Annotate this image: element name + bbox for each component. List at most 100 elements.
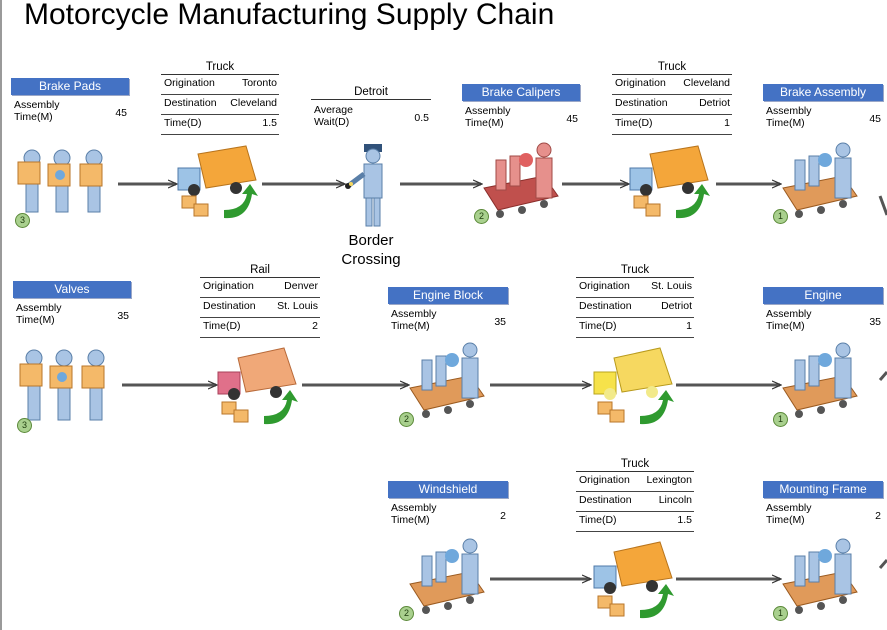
assembly-station-icon: [409, 538, 485, 614]
row-label: Destination: [579, 300, 632, 312]
field-label: Assembly Time(M): [766, 502, 812, 526]
truck-icon: [593, 541, 674, 619]
node-field-row: Assembly Time(M) 45: [763, 101, 883, 129]
field-value: 35: [117, 310, 129, 322]
node-windshield: Windshield Assembly Time(M) 2: [388, 481, 508, 526]
row-label: Time(D): [579, 320, 617, 332]
field-label: Assembly Time(M): [16, 302, 62, 326]
truck-icon: [629, 145, 710, 219]
node-title: Brake Assembly: [763, 84, 883, 101]
transport-row: Time(D) 1: [612, 115, 732, 135]
row-value: 1.5: [262, 117, 277, 129]
node-field-row: Assembly Time(M) 35: [13, 298, 131, 326]
field-value: 0.5: [414, 112, 429, 124]
step-badge: 3: [17, 418, 32, 433]
transport-row: Destination Detriot: [612, 95, 732, 115]
row-value: St. Louis: [651, 280, 692, 292]
transport-row: Time(D)1: [576, 318, 694, 338]
field-label: Assembly Time(M): [14, 99, 60, 123]
truck-icon: [177, 145, 258, 219]
node-title: Windshield: [388, 481, 508, 498]
node-brake-calipers: Brake Calipers Assembly Time(M) 45: [462, 84, 580, 129]
supplier-workers-icon: [17, 149, 103, 213]
step-badge: 2: [474, 209, 489, 224]
assembly-station-icon: [782, 142, 858, 218]
border-crossing-label: Border Crossing: [331, 231, 411, 269]
node-field-row: Assembly Time(M) 45: [462, 101, 580, 129]
border-title: Detroit: [311, 85, 431, 100]
row-label: Destination: [579, 494, 632, 506]
field-value: 35: [494, 316, 506, 328]
border-field-row: Average Wait(D) 0.5: [311, 100, 431, 128]
field-label: Assembly Time(M): [391, 308, 437, 332]
node-title: Mounting Frame: [763, 481, 883, 498]
node-title: Brake Pads: [11, 78, 129, 95]
connector-arrow: [878, 371, 887, 381]
transport-title: Rail: [200, 263, 320, 278]
row-label: Origination: [164, 77, 215, 89]
row-label: Origination: [203, 280, 254, 292]
row-label: Origination: [579, 280, 630, 292]
connector-arrow: [878, 195, 887, 216]
field-label: Average Wait(D): [314, 104, 353, 128]
assembly-station-icon: [483, 142, 559, 218]
transport-row: Destination Detriot: [576, 298, 694, 318]
node-field-row: Assembly Time(M) 2: [763, 498, 883, 526]
row-value: Detriot: [661, 300, 692, 312]
border-officer-icon: [345, 144, 383, 227]
border-label-line: Crossing: [341, 251, 401, 268]
supplier-workers-icon: [19, 349, 105, 421]
field-value: 2: [500, 510, 506, 522]
step-badge: 1: [773, 606, 788, 621]
row-label: Destination: [615, 97, 668, 109]
step-badge: 1: [773, 209, 788, 224]
row-label: Time(D): [164, 117, 202, 129]
transport-row: Time(D) 1.5: [161, 115, 279, 135]
transport-row: Time(D)2: [200, 318, 320, 338]
row-label: Origination: [579, 474, 630, 486]
row-label: Time(D): [615, 117, 653, 129]
transport-title: Truck: [161, 60, 279, 75]
row-label: Time(D): [579, 514, 617, 526]
connector-arrow: [878, 559, 887, 569]
row-value: Lincoln: [658, 494, 692, 506]
row-value: Detriot: [699, 97, 730, 109]
node-brake-assembly: Brake Assembly Assembly Time(M) 45: [763, 84, 883, 129]
row-value: 1: [724, 117, 730, 129]
truck-icon: [593, 347, 674, 425]
row-value: Denver: [284, 280, 318, 292]
transport-row: Origination St. Louis: [576, 278, 694, 298]
node-title: Brake Calipers: [462, 84, 580, 101]
transport-title: Truck: [576, 457, 694, 472]
assembly-station-icon: [782, 342, 858, 418]
node-valves: Valves Assembly Time(M) 35: [13, 281, 131, 326]
step-badge: 2: [399, 606, 414, 621]
transport-row: Time(D) 1.5: [576, 512, 694, 532]
node-title: Valves: [13, 281, 131, 298]
row-value: St. Louis: [277, 300, 318, 312]
border-label-line: Border: [348, 232, 394, 249]
assembly-station-icon: [409, 342, 485, 418]
row-label: Origination: [615, 77, 666, 89]
field-value: 45: [566, 113, 578, 125]
transport-row: Origination Cleveland: [612, 75, 732, 95]
node-mounting-frame: Mounting Frame Assembly Time(M) 2: [763, 481, 883, 526]
row-value: 1.5: [677, 514, 692, 526]
step-badge: 3: [15, 213, 30, 228]
node-field-row: Assembly Time(M) 35: [763, 304, 883, 332]
page-title: Motorcycle Manufacturing Supply Chain: [24, 0, 555, 31]
rail-car-icon: [217, 347, 298, 425]
node-engine-block: Engine Block Assembly Time(M) 35: [388, 287, 508, 332]
row-value: Cleveland: [683, 77, 730, 89]
transport-row: Destination Lincoln: [576, 492, 694, 512]
node-field-row: Assembly Time(M) 45: [11, 95, 129, 123]
